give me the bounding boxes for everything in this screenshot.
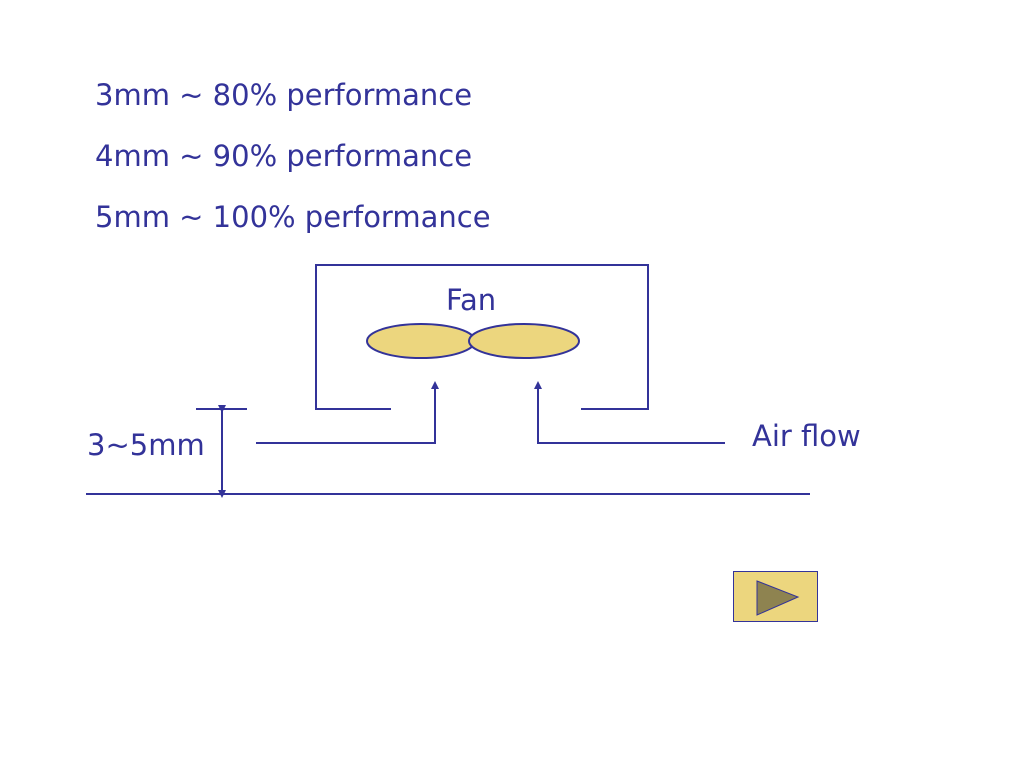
airflow-label: Air flow xyxy=(752,419,861,453)
fan-blade-right xyxy=(468,323,580,359)
gap-label: 3~5mm xyxy=(87,428,205,462)
airflow-arrow-left xyxy=(256,381,439,444)
play-triangle-icon xyxy=(756,580,800,616)
performance-line-4mm: 4mm ~ 90% performance xyxy=(95,139,473,173)
fan-housing xyxy=(315,264,649,410)
airflow-arrow-right xyxy=(534,381,725,444)
performance-line-3mm: 3mm ~ 80% performance xyxy=(95,78,473,112)
fan-label: Fan xyxy=(446,283,497,317)
performance-line-5mm: 5mm ~ 100% performance xyxy=(95,200,491,234)
fan-blade-left xyxy=(366,323,476,359)
next-slide-button[interactable] xyxy=(733,571,818,622)
